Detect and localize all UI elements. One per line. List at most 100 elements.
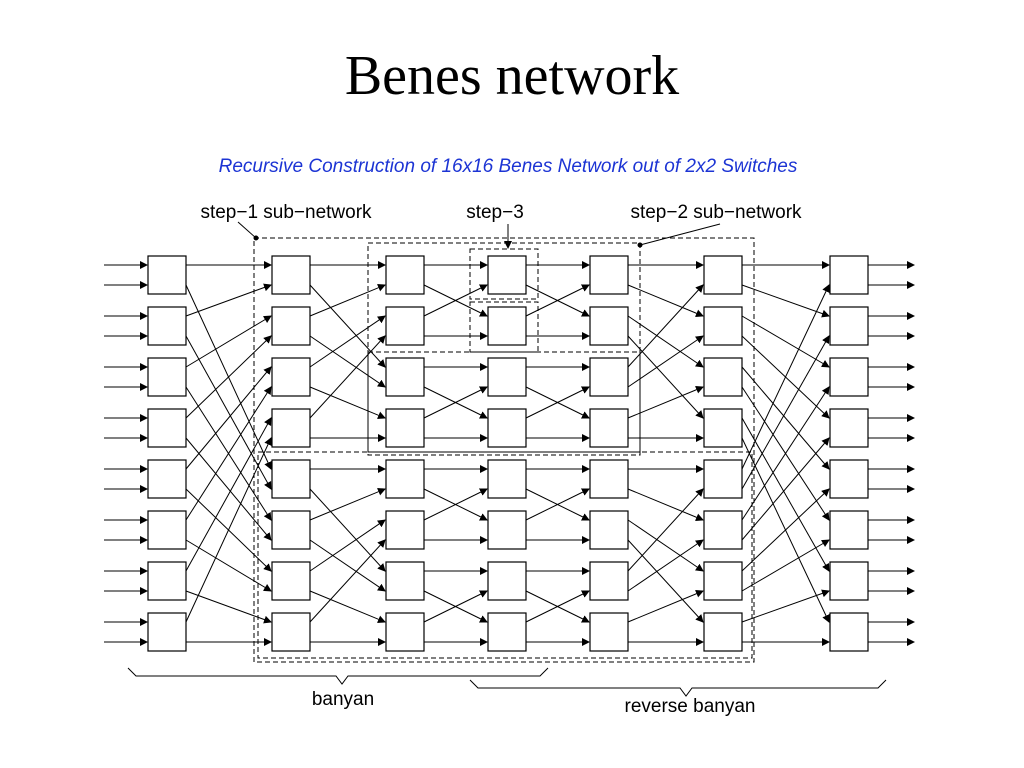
link-s4-p14 bbox=[627, 589, 704, 623]
link-s5-p2 bbox=[741, 315, 830, 368]
stage-braces bbox=[127, 667, 887, 697]
switch-s0-r5 bbox=[147, 510, 187, 550]
link-s5-p11 bbox=[741, 437, 830, 541]
switch-s2-r2 bbox=[385, 357, 425, 397]
switch-s1-r3 bbox=[271, 408, 311, 448]
switch-grid bbox=[147, 255, 869, 652]
slide-title: Benes network bbox=[344, 45, 680, 107]
link-s0-p2 bbox=[185, 283, 272, 317]
link-s5-p14 bbox=[741, 589, 830, 623]
link-s1-p12 bbox=[309, 519, 386, 572]
switch-s4-r6 bbox=[589, 561, 629, 601]
link-s2-p10 bbox=[423, 488, 488, 521]
link-s1-p13 bbox=[309, 590, 386, 624]
switch-s6-r0 bbox=[829, 255, 869, 295]
switch-s6-r5 bbox=[829, 510, 869, 550]
step1-pointer-dot bbox=[253, 235, 259, 241]
switch-s5-r3 bbox=[703, 408, 743, 448]
step1-lower-half-outline bbox=[257, 451, 753, 659]
step2-pointer bbox=[639, 223, 721, 246]
link-s1-p11 bbox=[309, 539, 386, 592]
link-s1-p14 bbox=[309, 539, 386, 623]
link-s3-p10 bbox=[525, 488, 590, 521]
link-s5-p8 bbox=[741, 284, 830, 470]
switch-s1-r2 bbox=[271, 357, 311, 397]
link-s5-p10 bbox=[741, 386, 830, 521]
switch-s5-r0 bbox=[703, 255, 743, 295]
switch-s5-r7 bbox=[703, 612, 743, 652]
link-s0-p10 bbox=[185, 386, 272, 521]
link-s0-p3 bbox=[185, 335, 272, 490]
step2-pointer-dot bbox=[637, 242, 643, 248]
switch-s5-r2 bbox=[703, 357, 743, 397]
switch-s4-r7 bbox=[589, 612, 629, 652]
switch-s0-r7 bbox=[147, 612, 187, 652]
switch-s1-r5 bbox=[271, 510, 311, 550]
label-pointers bbox=[237, 221, 721, 249]
link-s0-p13 bbox=[185, 590, 272, 624]
switch-s4-r5 bbox=[589, 510, 629, 550]
link-s5-p13 bbox=[741, 539, 830, 592]
link-s4-p4 bbox=[627, 284, 704, 368]
switch-s6-r1 bbox=[829, 306, 869, 346]
switch-s5-r6 bbox=[703, 561, 743, 601]
switch-s6-r3 bbox=[829, 408, 869, 448]
link-s0-p4 bbox=[185, 315, 272, 368]
link-s0-p14 bbox=[185, 437, 272, 623]
link-s0-p8 bbox=[185, 366, 272, 470]
link-s4-p10 bbox=[627, 519, 704, 572]
switch-s2-r7 bbox=[385, 612, 425, 652]
step3-label: step−3 bbox=[466, 202, 524, 223]
step2-subnetwork-label: step−2 sub−network bbox=[630, 202, 802, 223]
link-s5-p9 bbox=[741, 335, 830, 490]
switch-s5-r4 bbox=[703, 459, 743, 499]
link-s2-p6 bbox=[423, 386, 488, 419]
link-s2-p2 bbox=[423, 284, 488, 317]
switch-s4-r3 bbox=[589, 408, 629, 448]
switch-s4-r4 bbox=[589, 459, 629, 499]
switch-s6-r2 bbox=[829, 357, 869, 397]
switch-s1-r1 bbox=[271, 306, 311, 346]
link-s1-p4 bbox=[309, 315, 386, 368]
banyan-brace bbox=[127, 667, 549, 685]
link-s0-p6 bbox=[185, 335, 272, 419]
link-s0-p11 bbox=[185, 539, 272, 592]
step3-bottom-outline bbox=[469, 301, 539, 353]
link-s4-p2 bbox=[627, 315, 704, 368]
switch-s2-r1 bbox=[385, 306, 425, 346]
link-s5-p4 bbox=[741, 366, 830, 470]
switch-s3-r3 bbox=[487, 408, 527, 448]
switch-s0-r1 bbox=[147, 306, 187, 346]
link-s1-p5 bbox=[309, 386, 386, 420]
switch-s3-r4 bbox=[487, 459, 527, 499]
switch-s2-r3 bbox=[385, 408, 425, 448]
switch-s4-r2 bbox=[589, 357, 629, 397]
switch-s4-r0 bbox=[589, 255, 629, 295]
link-s2-p14 bbox=[423, 590, 488, 623]
switch-s3-r2 bbox=[487, 357, 527, 397]
link-s4-p11 bbox=[627, 539, 704, 623]
subnetwork-outlines bbox=[253, 237, 755, 663]
link-s4-p6 bbox=[627, 385, 704, 419]
link-s5-p1 bbox=[741, 284, 830, 318]
switch-s1-r0 bbox=[271, 255, 311, 295]
switch-s2-r5 bbox=[385, 510, 425, 550]
switch-s2-r6 bbox=[385, 561, 425, 601]
switch-s2-r4 bbox=[385, 459, 425, 499]
step1-pointer bbox=[237, 221, 257, 239]
switch-s3-r1 bbox=[487, 306, 527, 346]
banyan-label: banyan bbox=[312, 689, 374, 710]
switch-s0-r3 bbox=[147, 408, 187, 448]
link-s0-p12 bbox=[185, 417, 272, 572]
switch-s0-r2 bbox=[147, 357, 187, 397]
switch-s1-r4 bbox=[271, 459, 311, 499]
step3-top-outline bbox=[469, 248, 539, 300]
link-s1-p10 bbox=[309, 487, 386, 521]
link-s0-p7 bbox=[185, 437, 272, 541]
link-s1-p9 bbox=[309, 488, 386, 572]
link-s4-p9 bbox=[627, 488, 704, 522]
step1-subnetwork-label: step−1 sub−network bbox=[200, 202, 372, 223]
switch-s2-r0 bbox=[385, 255, 425, 295]
link-s1-p6 bbox=[309, 335, 386, 419]
